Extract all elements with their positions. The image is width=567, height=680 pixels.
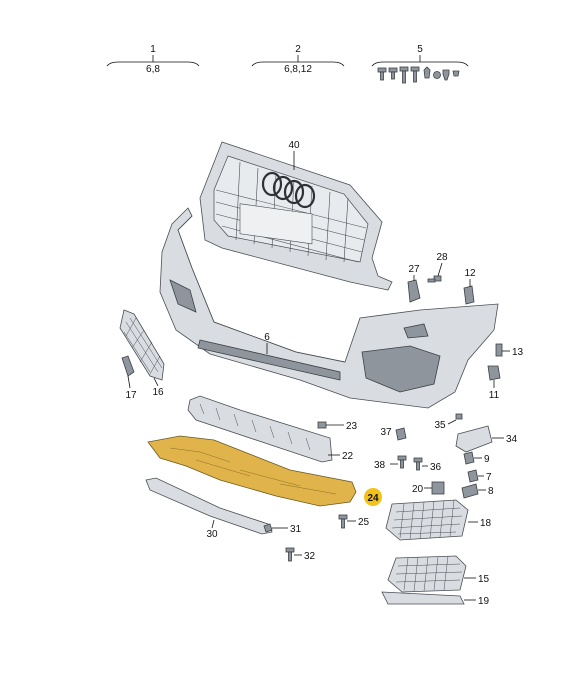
trim-strip-19: 19 — [381, 591, 490, 607]
callout-40: 40 — [288, 140, 300, 151]
clip-9: 9 — [463, 451, 490, 465]
screw-23: 23 — [317, 421, 358, 432]
bracket-22: 22 — [187, 395, 354, 463]
leader-35 — [447, 419, 457, 425]
kit-label-5: 5 — [371, 44, 469, 84]
screw-28: 28 — [427, 252, 448, 283]
spoiler-lip-30: 30 — [145, 477, 273, 540]
screw-32: 32 — [285, 547, 316, 562]
clip-17: 17 — [121, 355, 137, 401]
callout-18: 18 — [480, 518, 492, 529]
callout-13: 13 — [512, 347, 524, 358]
callout-25: 25 — [358, 517, 370, 528]
kit-bracket — [371, 61, 469, 67]
clip-37: 37 — [380, 427, 407, 441]
clip-7: 7 — [467, 469, 492, 483]
callout-36: 36 — [430, 462, 442, 473]
screw-38: 38 — [374, 455, 407, 471]
underbody-panel-24: 24 — [147, 435, 382, 507]
bracket-34: 34 — [455, 425, 518, 453]
callout-11: 11 — [489, 390, 500, 401]
callout-37: 37 — [380, 427, 392, 438]
clip-31: 31 — [263, 523, 302, 535]
bracket-12: 12 — [463, 268, 476, 305]
kit-refs-2: 6,8,12 — [284, 64, 312, 75]
callout-17: 17 — [125, 390, 137, 401]
highlight-badge — [364, 488, 382, 506]
leader-17 — [127, 375, 131, 389]
cap-8: 8 — [461, 483, 494, 499]
callout-22: 22 — [342, 451, 354, 462]
callout-34: 34 — [506, 434, 518, 445]
callout-20: 20 — [412, 484, 424, 495]
fastener-set — [377, 66, 460, 84]
screw-35: 35 — [434, 413, 463, 431]
leader-30 — [211, 519, 215, 529]
callout-31: 31 — [290, 524, 302, 535]
callout-19: 19 — [478, 596, 490, 607]
callout-12: 12 — [464, 268, 476, 279]
kit-number-5: 5 — [417, 44, 423, 55]
callout-8: 8 — [488, 486, 494, 497]
callout-28: 28 — [436, 252, 448, 263]
callout-27: 27 — [408, 264, 420, 275]
kit-refs-1: 6,8 — [146, 64, 160, 75]
side-grille-16: 16 — [119, 309, 165, 398]
radiator-grille: 40 — [199, 140, 393, 291]
clip-13: 13 — [495, 343, 524, 358]
leader-16 — [153, 377, 159, 387]
bracket-27: 27 — [407, 264, 421, 303]
callout-35: 35 — [434, 420, 446, 431]
leader-28 — [437, 262, 443, 277]
kit-bracket — [251, 61, 345, 67]
callout-32: 32 — [304, 551, 316, 562]
fog-grille-18: 18 — [385, 499, 492, 541]
kit-number-1: 1 — [150, 44, 156, 55]
callout-30: 30 — [206, 529, 218, 540]
kit-number-2: 2 — [295, 44, 301, 55]
screw-25: 25 — [338, 514, 370, 529]
callout-38: 38 — [374, 460, 386, 471]
fog-grille-15: 15 — [387, 555, 490, 593]
kit-label-1: 1 6,8 — [106, 44, 200, 75]
callout-15: 15 — [478, 574, 490, 585]
cap-20: 20 — [412, 481, 445, 495]
kit-label-2: 2 6,8,12 — [251, 44, 345, 75]
callout-6: 6 — [264, 332, 270, 343]
callout-7: 7 — [486, 472, 492, 483]
bumper-cover: 6 — [159, 207, 499, 409]
callout-23: 23 — [346, 421, 358, 432]
callout-9: 9 — [484, 454, 490, 465]
screw-36: 36 — [413, 457, 442, 473]
kit-bracket — [106, 61, 200, 67]
callout-24: 24 — [367, 493, 379, 504]
callout-16: 16 — [152, 387, 164, 398]
audi-rings-emblem — [261, 171, 316, 209]
clip-11: 11 — [487, 365, 501, 401]
